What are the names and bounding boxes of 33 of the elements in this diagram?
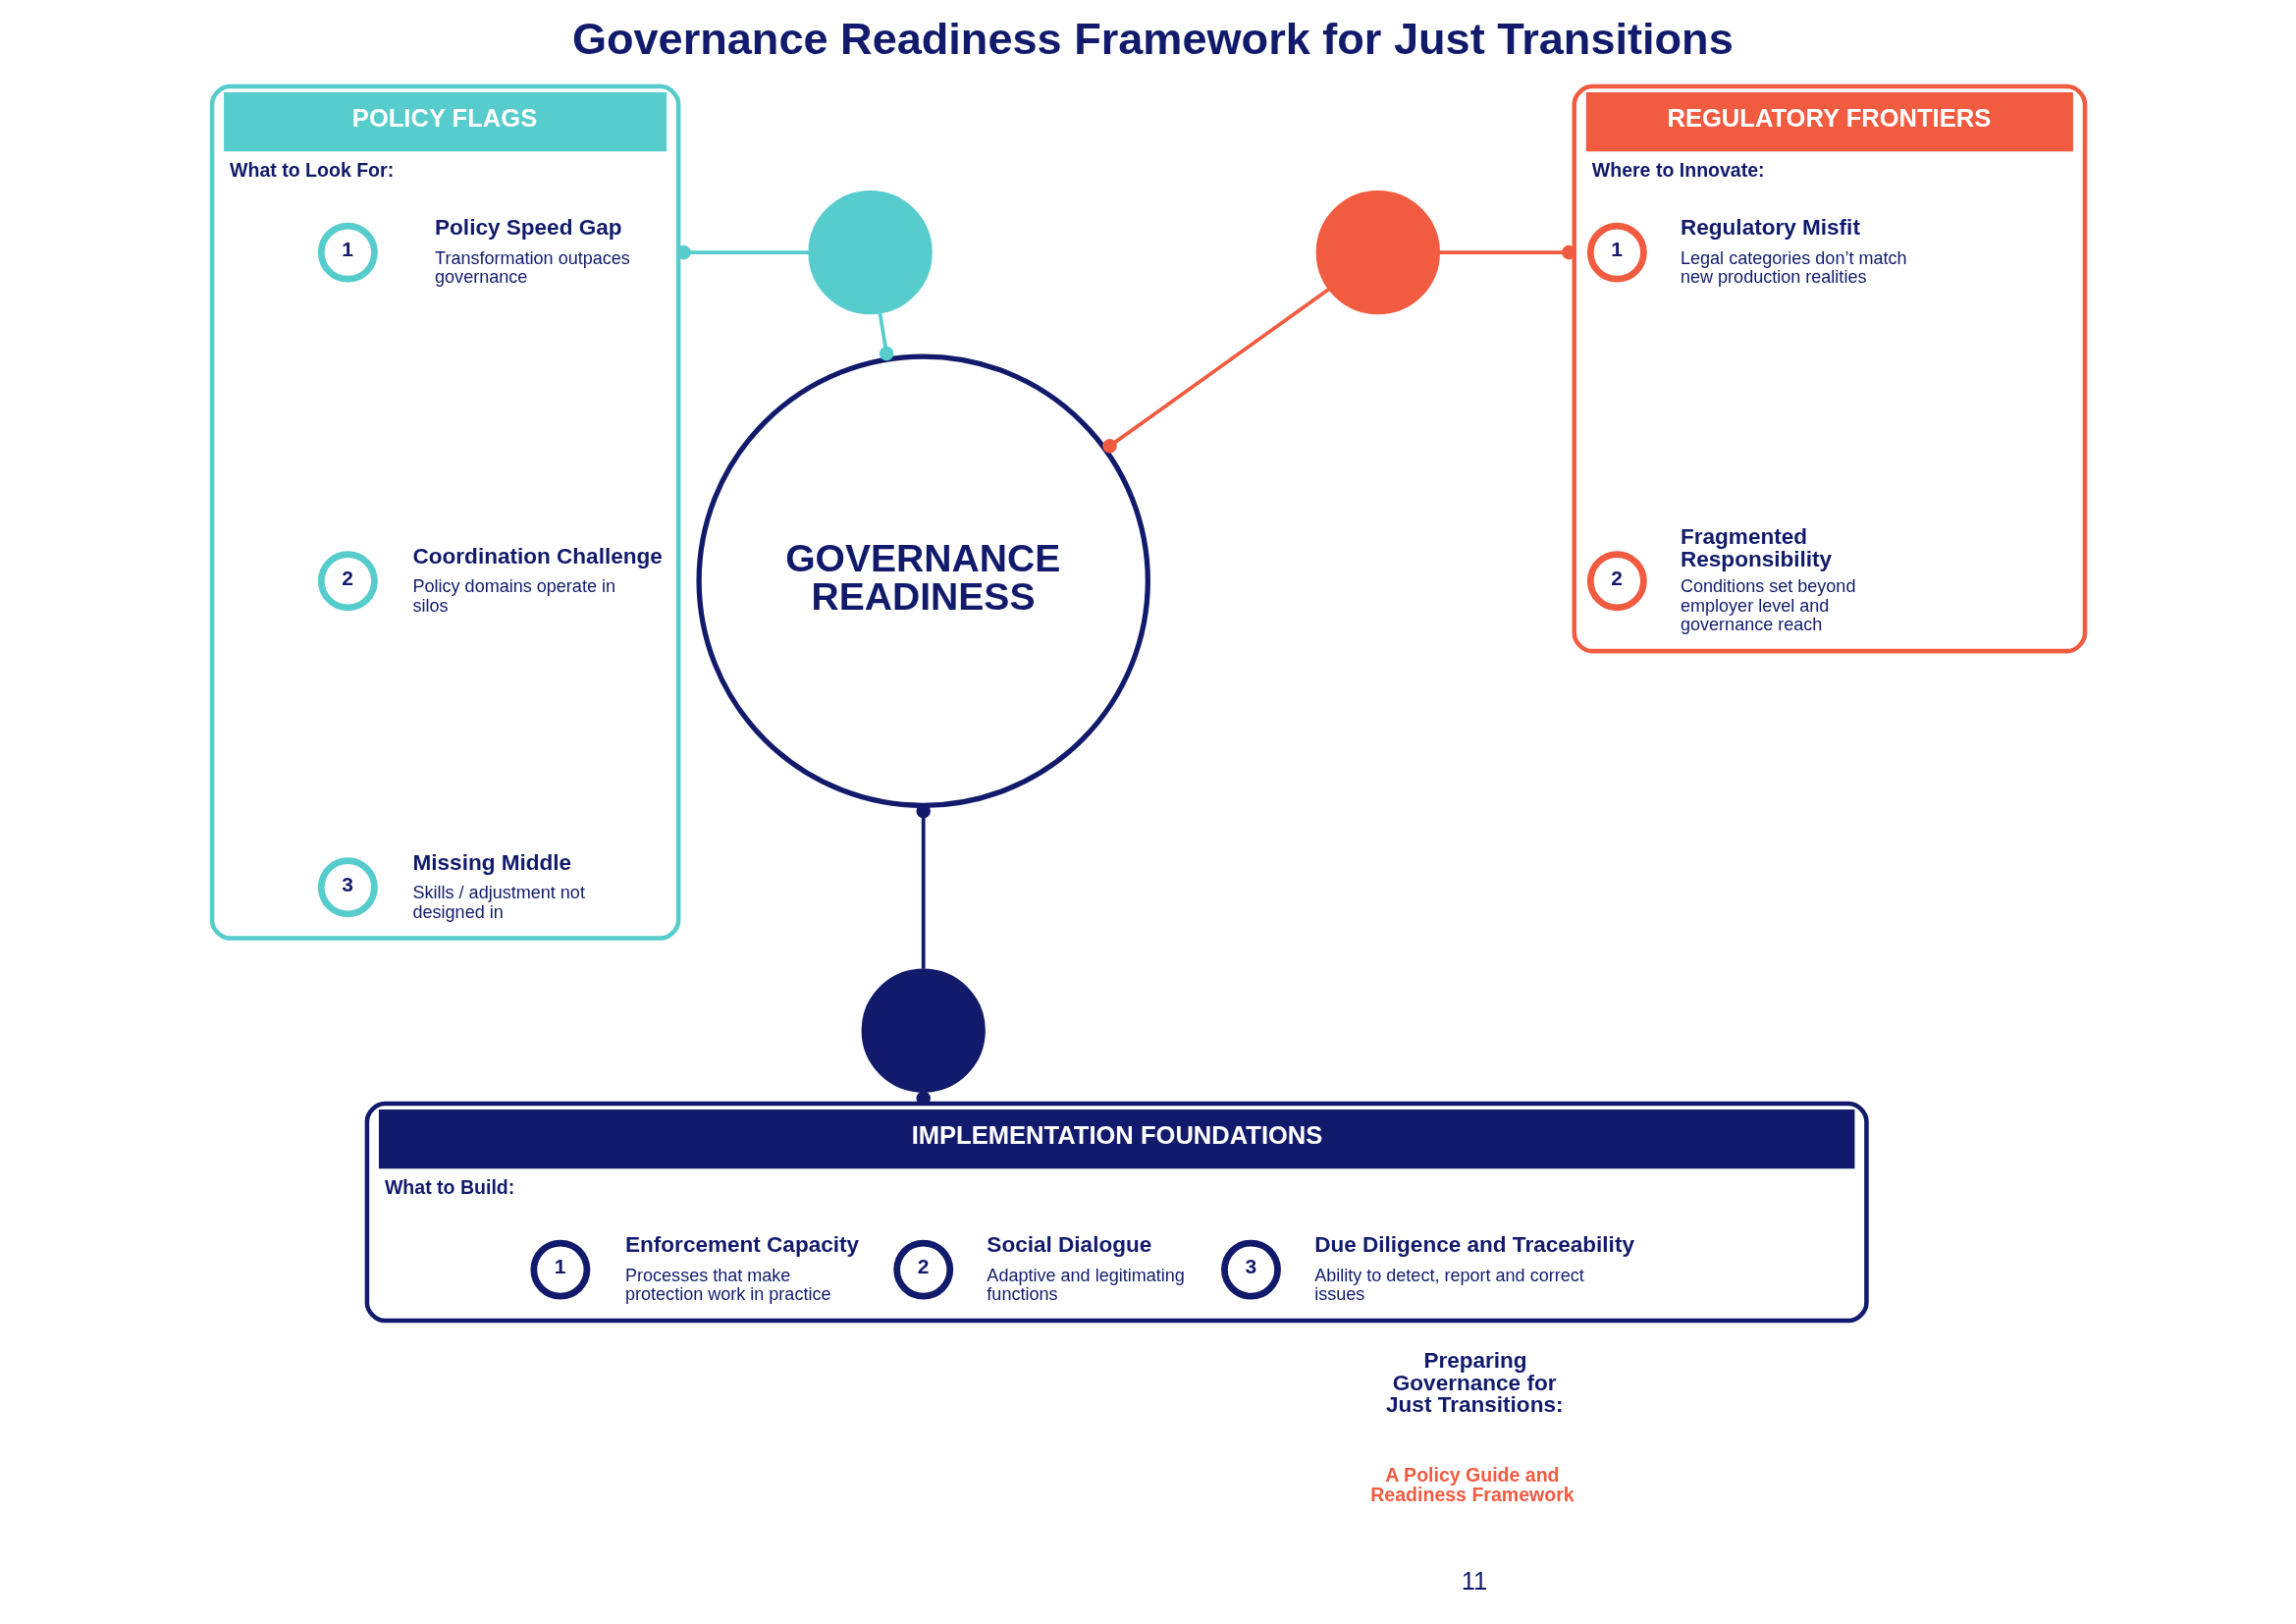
node-label: Processes that make protection work in practice xyxy=(624,1265,830,1305)
node-label: Conditions set beyond employer level and governance reach xyxy=(1680,576,1855,635)
node-label: Skills / adjustment not designed in xyxy=(412,883,585,922)
node-circle: 1 xyxy=(1586,222,1647,283)
node-label: Social Dialogue xyxy=(986,1232,1151,1258)
node-label: Enforcement Capacity xyxy=(624,1232,859,1258)
diagram-title: Governance Readiness Framework for Just Transitions xyxy=(571,13,1734,64)
label: A Policy Guide and Readiness Framework xyxy=(1369,1464,1575,1506)
node-circle: 3 xyxy=(1220,1239,1281,1300)
label: Preparing Governance for Just Transitions: xyxy=(1385,1348,1563,1418)
node-label: Ability to detect, report and correct issues xyxy=(1313,1265,1584,1305)
node-label: Policy Speed Gap xyxy=(434,215,622,241)
node-label: Due Diligence and Traceability xyxy=(1313,1232,1634,1258)
node-circle: 2 xyxy=(1586,551,1647,612)
node-circle: 2 xyxy=(892,1239,953,1300)
label: 11 xyxy=(1461,1566,1487,1595)
node-label: Adaptive and legitimating functions xyxy=(986,1265,1185,1305)
node-label: Regulatory Misfit xyxy=(1680,215,1860,241)
node-circle xyxy=(1315,190,1440,315)
node-circle: GOVERNANCE READINESS xyxy=(695,353,1150,808)
connector xyxy=(878,312,893,361)
node-label: Transformation outpaces governance xyxy=(434,247,630,288)
node-circle: 2 xyxy=(317,551,378,612)
node-label: Coordination Challenge xyxy=(412,543,663,568)
connector xyxy=(1101,288,1329,454)
node-circle: 1 xyxy=(529,1239,590,1300)
node-label: Missing Middle xyxy=(412,849,571,875)
node-label: Legal categories don’t match new production realities xyxy=(1680,247,1907,288)
node-circle: 3 xyxy=(317,857,378,918)
node-circle xyxy=(807,190,933,315)
node-label: Policy domains operate in silos xyxy=(412,576,615,616)
node-label: Fragmented Responsibility xyxy=(1680,524,1832,571)
node-circle: 1 xyxy=(317,222,378,283)
